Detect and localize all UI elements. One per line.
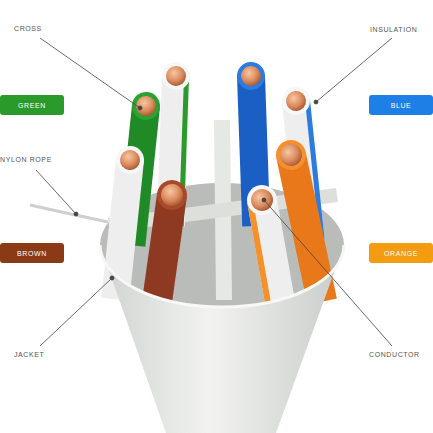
color-tag: ORANGE — [369, 243, 433, 263]
jacket-wall — [100, 245, 344, 433]
part-label: CONDUCTOR — [369, 351, 420, 358]
color-tag: GREEN — [0, 95, 64, 115]
part-label: NYLON ROPE — [0, 156, 52, 163]
color-tag: BROWN — [0, 243, 64, 263]
wire-white-brown — [101, 145, 145, 301]
part-label: INSULATION — [370, 26, 418, 33]
tag-text: GREEN — [18, 102, 46, 109]
leader-lines — [36, 38, 392, 346]
tag-text: BLUE — [391, 102, 412, 109]
nylon-rope — [30, 205, 108, 222]
tag-text: BROWN — [17, 250, 47, 257]
part-label: JACKET — [14, 351, 44, 358]
jacket-rim — [100, 245, 344, 307]
color-tag: BLUE — [369, 95, 433, 115]
tag-text: ORANGE — [384, 250, 418, 257]
part-label: CROSS — [14, 25, 42, 32]
